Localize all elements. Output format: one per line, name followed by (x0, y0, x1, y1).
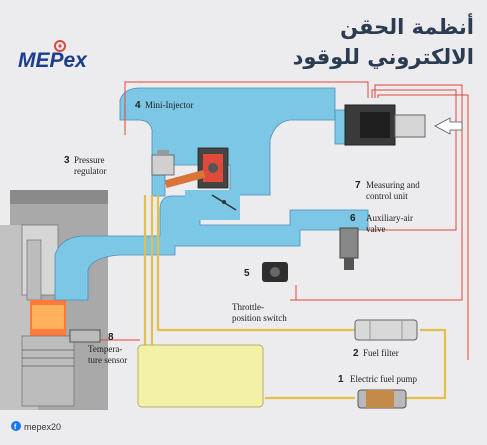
pressure-regulator (151, 150, 175, 176)
label-2-number: 2 (353, 348, 359, 359)
label-6: 6 Auxiliary-air valve (350, 213, 413, 234)
label-8-text-1: Tempera- (88, 344, 122, 354)
label-5-text-1: Throttle- (232, 302, 264, 312)
label-7-text-2: control unit (366, 191, 408, 201)
label-6-number: 6 (350, 213, 356, 224)
label-6-text-2: valve (366, 224, 386, 234)
label-1: 1 Electric fuel pump (338, 374, 417, 385)
label-7: 7 Measuring and control unit (355, 180, 420, 201)
label-8-text-2: ture sensor (88, 355, 127, 365)
brand-logo: MEPex (18, 40, 88, 72)
label-3-text-2: regulator (74, 166, 106, 176)
gear-icon (54, 40, 66, 52)
fuel-lines (143, 195, 447, 400)
label-3-text-1: Pressure (74, 155, 105, 165)
measuring-control-unit (344, 104, 463, 146)
label-8: 8 Tempera- ture sensor (88, 332, 127, 365)
title-line-2: الالكتروني للوقود (293, 45, 474, 69)
label-2-text: Fuel filter (363, 348, 399, 358)
label-7-text-1: Measuring and (366, 180, 420, 190)
label-8-number: 8 (108, 332, 114, 343)
auxiliary-air-valve (339, 227, 359, 270)
label-3: 3 Pressure regulator (64, 155, 106, 176)
label-6-text-1: Auxiliary-air (366, 213, 413, 223)
fuel-filter (354, 319, 418, 341)
logo-text: MEPex (18, 49, 88, 72)
facebook-icon (11, 421, 21, 431)
electric-fuel-pump (357, 389, 407, 409)
fuel-tank (137, 344, 264, 408)
label-7-number: 7 (355, 180, 361, 191)
label-5: 5 Throttle- position switch (232, 268, 287, 323)
mini-injector (164, 147, 229, 189)
label-2: 2 Fuel filter (353, 348, 399, 359)
throttle-position-switch (262, 262, 288, 282)
label-3-number: 3 (64, 155, 70, 166)
label-4: 4 Mini-Injector (135, 100, 194, 111)
temperature-sensor (69, 329, 101, 343)
label-5-text-2: position switch (232, 313, 287, 323)
footer-handle: mepex20 (24, 422, 61, 432)
label-1-text: Electric fuel pump (350, 374, 417, 384)
svg-text:f: f (14, 424, 17, 431)
label-1-number: 1 (338, 374, 344, 385)
label-5-number: 5 (244, 268, 250, 279)
engine-block (0, 190, 108, 410)
footer: f mepex20 (11, 421, 61, 432)
label-4-text: Mini-Injector (145, 100, 194, 110)
title-line-1: أنظمة الحقن (340, 12, 474, 39)
label-4-number: 4 (135, 100, 141, 111)
